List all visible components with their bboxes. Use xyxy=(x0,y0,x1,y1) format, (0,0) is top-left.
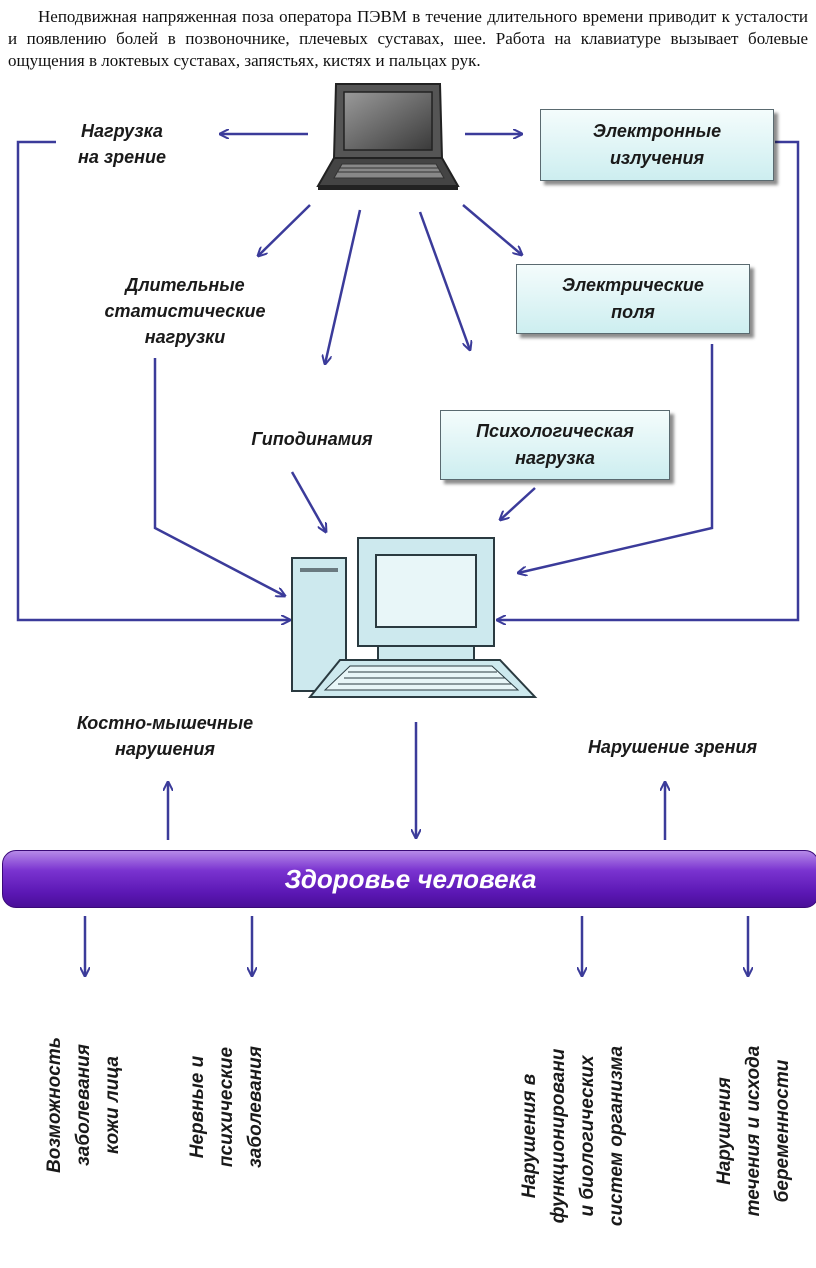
health-bar: Здоровье человека xyxy=(2,850,816,908)
arrow-hypodynamia-to-pc xyxy=(290,471,326,532)
line-radiation-to-pc xyxy=(497,140,800,620)
consequence-biosystems: Нарушения в функционировани и биологичес… xyxy=(519,1045,627,1227)
arrow-to-electric-fields xyxy=(462,204,522,255)
line-vision-to-pc xyxy=(16,140,290,620)
arrow-to-hypodynamia xyxy=(325,209,362,364)
line-static-to-pc xyxy=(153,358,285,596)
line-fields-to-pc xyxy=(518,344,714,573)
vision-disorder-label: Нарушение зрения xyxy=(587,737,758,757)
vision-load-label: Нагрузка на зрение xyxy=(78,121,166,167)
consequence-skin: Возможность заболевания кожи лица xyxy=(44,1037,123,1173)
psych-load-box: Психологическая нагрузка xyxy=(440,410,670,480)
laptop-icon xyxy=(316,83,460,190)
arrow-to-static-loads xyxy=(258,204,311,256)
health-bar-label: Здоровье человека xyxy=(284,863,537,894)
arrow-to-fourth xyxy=(418,211,470,350)
consequence-pregnancy: Нарушения течения и исхода беременности xyxy=(714,1045,793,1217)
hypodynamia-label: Гиподинамия xyxy=(251,429,373,449)
electric-fields-box: Электрические поля xyxy=(516,264,750,334)
static-loads-label: Длительные статистические нагрузки xyxy=(104,275,266,347)
musculoskeletal-label: Костно-мышечные нарушения xyxy=(76,713,254,759)
arrow-psych-to-pc xyxy=(500,487,536,520)
consequence-nervous: Нервные и психические заболевания xyxy=(187,1046,266,1168)
desktop-computer-icon xyxy=(291,537,538,698)
intro-paragraph: Неподвижная напряженная поза оператора П… xyxy=(8,7,808,70)
electronic-radiation-box: Электронные излучения xyxy=(540,109,774,181)
